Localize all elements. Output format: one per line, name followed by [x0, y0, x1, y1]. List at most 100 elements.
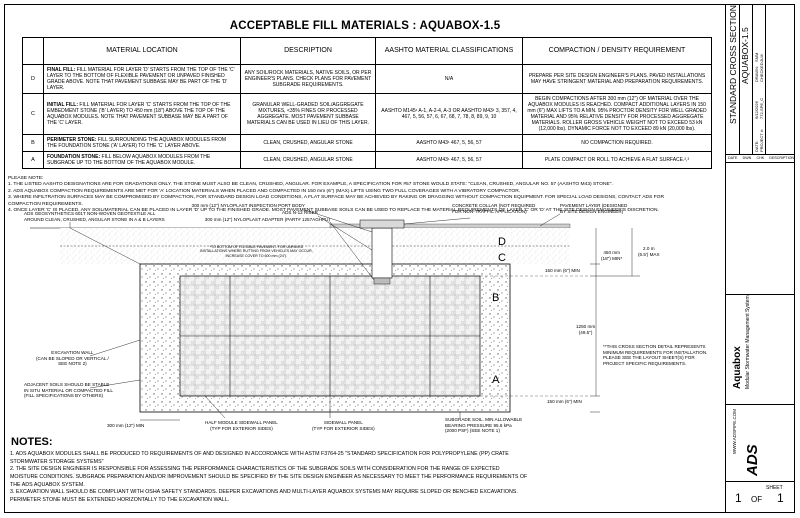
location-text: FILL MATERIAL FOR LAYER 'D' STARTS FROM …	[47, 67, 235, 91]
fill-materials-table: MATERIAL LOCATION DESCRIPTION AASHTO MAT…	[22, 37, 712, 169]
table-row: C INITIAL FILL: FILL MATERIAL FOR LAYER …	[22, 93, 712, 135]
leader-adjacent-soils	[89, 379, 141, 389]
rev-header-date: DATE	[728, 156, 738, 160]
std-title-1: STANDARD CROSS SECTION	[728, 5, 738, 124]
tb-divider	[726, 162, 795, 163]
material-location: FOUNDATION STONE: FILL BELOW AQUABOX MOD…	[43, 151, 241, 169]
tb-divider	[726, 404, 795, 405]
note-item: 2. THE SITE DESIGN ENGINEER IS RESPONSIB…	[10, 466, 500, 473]
label-inspection-body: 300 mm (12") NYLOPLAST INSPECTION PORT B…	[191, 203, 305, 208]
label-pavement-layer: PAVEMENT LAYER (DESIGNED BY SITE DESIGN …	[560, 203, 628, 214]
layer-d-label: D	[498, 236, 506, 248]
sheet-total: 1	[777, 491, 784, 505]
layer-a-label: A	[492, 374, 500, 386]
ads-logo: ADS	[744, 444, 761, 476]
leader-excavation-wall	[89, 339, 141, 357]
concrete-collar	[359, 219, 405, 229]
page-title: ACCEPTABLE FILL MATERIALS : AQUABOX-1.5	[229, 20, 501, 32]
location-bold: PERIMETER STONE:	[47, 137, 97, 143]
location-text: FILL BELOW AQUABOX MODULES FROM THE SUBG…	[47, 154, 211, 166]
leader-pavement	[539, 213, 561, 227]
label-flexible-pavement-note: *TO BOTTOM OF FLEXIBLE PAVEMENT. FOR UNP…	[200, 245, 313, 258]
layer-c-label: C	[498, 252, 506, 264]
label-dim-2m: 2.0 m (6.5') MAX	[638, 246, 660, 257]
table-header-row: MATERIAL LOCATION DESCRIPTION AASHTO MAT…	[22, 37, 712, 65]
note-item: STORMWATER STORAGE SYSTEMS"	[10, 458, 104, 465]
layer-d-c-soil	[60, 228, 570, 264]
notes-list: 1. ADS AQUABOX MODULES SHALL BE PRODUCED…	[10, 451, 722, 505]
label-dim-450: 450 mm (18") MIN*	[601, 250, 623, 261]
label-subgrade: SUBGRADE SOIL. MIN ALLOWABLE BEARING PRE…	[445, 417, 523, 434]
project-label: PROJECT #:	[759, 128, 764, 152]
please-note-item: COMPACTION REQUIREMENTS.	[8, 201, 83, 207]
label-adapter: 300 mm (12") NYLOPLAST ADAPTER (PART# 12…	[204, 217, 330, 222]
sheet-label: SHEET	[766, 485, 783, 491]
leader-half-module	[204, 395, 226, 419]
tb-divider	[765, 4, 766, 154]
note-item: 3. EXCAVATION WALL SHOULD BE COMPLIANT W…	[10, 489, 518, 496]
project-value: 772-SPE_C	[759, 97, 764, 119]
leader-collar	[403, 217, 471, 225]
compaction-requirement: PLATE COMPACT OR ROLL TO ACHIEVE A FLAT …	[522, 151, 712, 169]
tb-divider	[726, 481, 795, 482]
label-geotextile: ADS GEOSYNTHETICS 601T NON-WOVEN GEOTEXT…	[24, 211, 165, 222]
please-note-item: 1. THE LISTED AASHTO DESIGNATIONS ARE FO…	[8, 182, 613, 188]
title-block: STANDARD CROSS SECTION AQUABOX-1.5 DATE:…	[725, 4, 795, 513]
tb-divider	[739, 4, 740, 154]
location-bold: FINAL FILL:	[47, 67, 76, 73]
please-note-heading: PLEASE NOTE:	[8, 176, 44, 181]
note-item: 1. ADS AQUABOX MODULES SHALL BE PRODUCED…	[10, 451, 509, 457]
layer-b-label: B	[492, 292, 500, 304]
sheet-number: 1	[735, 491, 742, 505]
label-sidewall-panel: SIDEWALL PANEL (TYP FOR EXTERIOR SIDES)	[312, 420, 375, 431]
product-name: Aquabox	[732, 346, 743, 389]
location-bold: FOUNDATION STONE:	[47, 154, 101, 160]
label-this-cross-section: **THIS CROSS SECTION DETAIL REPRESENTS M…	[603, 344, 708, 367]
tb-divider	[726, 154, 795, 155]
label-half-module: HALF MODULE SIDEWALL PANEL (TYP FOR EXTE…	[205, 420, 278, 431]
checked-value: JLM	[759, 54, 764, 62]
tb-divider	[726, 294, 795, 295]
checked-label: CHECKED:	[759, 61, 764, 82]
label-dim-1250: 1250 mm (49.5")	[576, 324, 596, 335]
nyloplast-adapter	[373, 277, 391, 285]
product-subtitle: Modular Stormwater Management System	[745, 295, 751, 389]
note-item: MOISTURE CONDITIONS. SUBGRADE PREPARATIO…	[10, 474, 528, 481]
sheet-of: OF	[751, 495, 763, 504]
location-bold: INITIAL FILL:	[47, 102, 79, 108]
leader-adapter	[329, 221, 375, 281]
material-description: ANY SOIL/ROCK MATERIALS, NATIVE SOILS, O…	[240, 64, 376, 94]
rev-header-chk: CHK	[756, 156, 765, 160]
tb-divider	[752, 4, 753, 154]
rev-header-description: DESCRIPTION	[769, 156, 794, 160]
header-compaction: COMPACTION / DENSITY REQUIREMENT	[522, 37, 712, 65]
location-text: FILL SURROUNDING THE AQUABOX MODULES FRO…	[47, 137, 227, 149]
please-note-item: 4. ONCE LAYER 'C' IS PLACED, ANY SOIL/MA…	[8, 207, 659, 213]
table-row: A FOUNDATION STONE: FILL BELOW AQUABOX M…	[22, 151, 712, 169]
leader-inspection-body	[304, 209, 373, 233]
location-text: FILL MATERIAL FOR LAYER 'C' STARTS FROM …	[47, 102, 231, 126]
note-item: PERIMETER STONE MUST BE EXTENDED HORIZON…	[10, 497, 230, 504]
sheet-border	[4, 4, 795, 513]
notes-title: NOTES:	[11, 436, 53, 448]
label-concrete-collar: CONCRETE COLLAR (NOT REQUIRED FOR NON-TR…	[452, 203, 536, 214]
website: WWW.ADSPIPE.COM	[732, 409, 737, 454]
cross-section-drawing	[30, 209, 640, 421]
header-location: MATERIAL LOCATION	[43, 37, 241, 65]
label-riser: ADS N-12 RISER	[282, 210, 318, 215]
leader-riser	[317, 215, 373, 251]
leader-geotextile	[69, 222, 141, 265]
rev-header-dwn: DWN	[742, 156, 752, 160]
material-location: INITIAL FILL: FILL MATERIAL FOR LAYER 'C…	[43, 93, 241, 135]
aashto-classification: AASHTO M43¹ 467, 5, 56, 57	[375, 151, 523, 169]
std-title-2: AQUABOX-1.5	[740, 27, 750, 84]
please-note-item: 2. ADS AQUABOX COMPACTION REQUIREMENTS A…	[8, 188, 521, 194]
label-dim-300-bottom: 300 mm (12") MIN	[107, 423, 145, 428]
label-dim-150-top: 150 mm (6") MIN	[545, 268, 580, 273]
note-item: THE ADS AQUABOX SYSTEM.	[10, 481, 85, 488]
label-dim-150-bottom: 150 mm (6") MIN	[547, 399, 582, 404]
please-note: PLEASE NOTE: 1. THE LISTED AASHTO DESIGN…	[8, 176, 720, 214]
please-note-item: 3. WHERE INFILTRATION SURFACES MAY BE CO…	[8, 195, 664, 201]
revision-headers: DATE DWN CHK DESCRIPTION	[728, 156, 794, 160]
material-description: GRANULAR WELL-GRADED SOIL/AGGREGATE MIXT…	[240, 93, 376, 135]
